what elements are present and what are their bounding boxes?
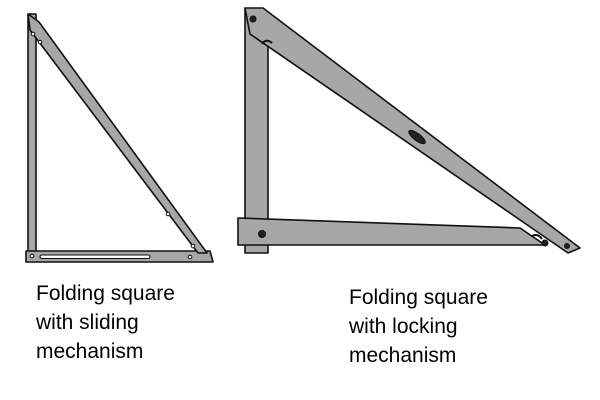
sliding-square-rivets [29,31,196,260]
caption-sliding-mechanism: Folding square with sliding mechanism [36,282,175,363]
sliding-folding-square [25,13,214,263]
caption-locking-mechanism: Folding square with locking mechanism [349,286,488,367]
locking-square-bolts [249,15,570,249]
locking-hook-notch [261,39,273,45]
locking-catch [531,234,543,240]
locking-square-base-arm [237,217,546,246]
sliding-square-vertical-arm [27,13,37,256]
locking-level-slot [408,129,426,145]
locking-folding-square [237,7,581,254]
sliding-square-diagonal-arm [27,13,208,254]
sliding-slot [39,254,151,260]
